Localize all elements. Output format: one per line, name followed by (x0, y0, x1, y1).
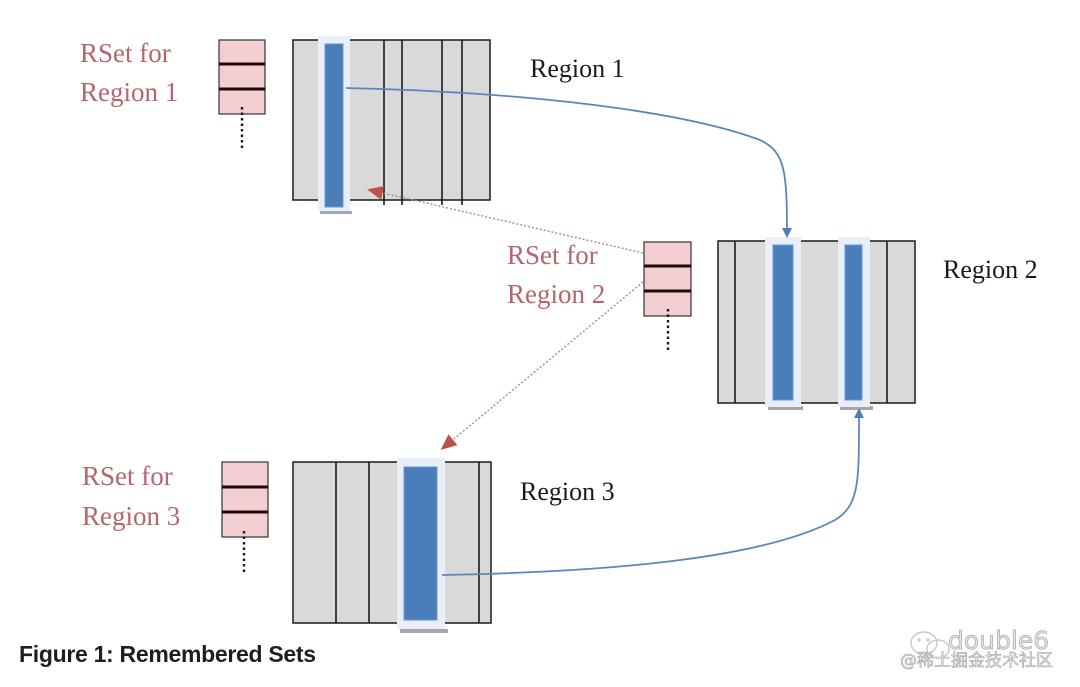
region-2-dirty-card-1 (765, 237, 803, 410)
region-2-box (717, 240, 916, 404)
rset-region-3-label-line1: RSet for (82, 461, 173, 491)
rset-region-1-label-line2-wrap: Region 1 (80, 77, 178, 107)
rset-region-2-label-line1-wrap: RSet for (507, 240, 598, 270)
rset-region-3-label-line2: Region 3 (82, 501, 180, 531)
wechat-icon (910, 631, 950, 659)
rset-region-2-label-line2: Region 2 (507, 279, 605, 309)
reference-arrow-region3-to-region2 (441, 408, 865, 576)
watermark-site: @稀土掘金技术社区 (900, 651, 1054, 672)
watermark: double6 @稀土掘金技术社区 (900, 626, 1070, 674)
region-3-box (292, 461, 492, 624)
region-3-label: Region 3 (520, 477, 615, 506)
region-2: Region 2 (717, 237, 1038, 410)
figure-caption: Figure 1: Remembered Sets (19, 641, 316, 667)
rset-region-3-label-line2-wrap: Region 3 (82, 501, 180, 531)
region-2-card-dividers (734, 241, 888, 403)
rset-region-3-label-line1-wrap: RSet for (82, 461, 173, 491)
rset-arrow-to-region1 (367, 186, 644, 254)
rset-region-2-label-line2-wrap: Region 2 (507, 279, 605, 309)
rset-region-2: RSet for Region 2 (507, 240, 692, 352)
region-2-label: Region 2 (943, 255, 1038, 284)
region-3-dirty-card (397, 458, 448, 633)
rset-region-2-label-line1: RSet for (507, 240, 598, 270)
region-1-card-dividers (383, 40, 463, 205)
region-3: Region 3 (292, 458, 615, 633)
reference-arrow-region1-to-region2 (345, 87, 792, 238)
region-3-card-dividers (335, 462, 480, 623)
watermark-user: double6 (948, 626, 1050, 656)
rset-region-1: RSet for Region 1 (80, 38, 266, 150)
region-1-label: Region 1 (530, 54, 625, 83)
rset-region-3: RSet for Region 3 (82, 461, 269, 575)
region-1: Region 1 (292, 36, 625, 214)
region-1-dirty-card (318, 36, 352, 214)
rset-region-1-label-line1: RSet for (80, 38, 171, 68)
region-2-dirty-card-2 (838, 237, 873, 410)
rset-arrow-to-region3 (440, 281, 644, 450)
rset-region-1-label-line2: Region 1 (80, 77, 178, 107)
rset-region-1-label: RSet for (80, 38, 171, 68)
